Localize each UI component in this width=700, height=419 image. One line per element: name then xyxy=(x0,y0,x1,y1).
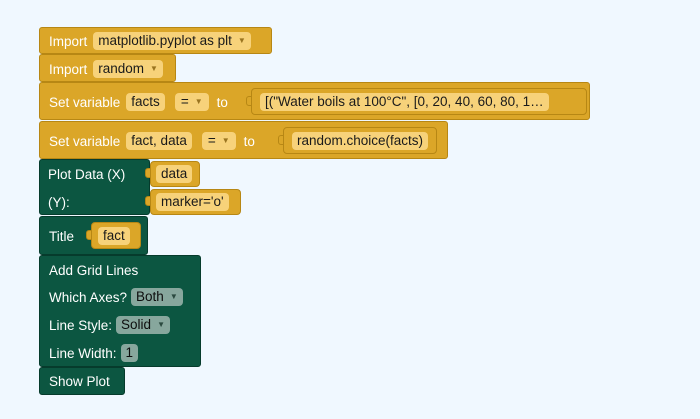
grid-label: Add Grid Lines xyxy=(49,262,139,278)
show-plot-block[interactable]: Show Plot xyxy=(39,367,125,395)
line-style-label: Line Style: xyxy=(49,317,113,333)
set-variable-facts-block[interactable]: Set variable facts = ▼ to [("Water boils… xyxy=(39,82,590,120)
plot-x-row: Plot Data (X) xyxy=(48,161,125,187)
plot-y-label: (Y): xyxy=(48,194,70,210)
connector-nub xyxy=(86,230,92,240)
to-label: to xyxy=(243,133,255,149)
set-variable-label: Set variable xyxy=(49,94,121,110)
y-value[interactable]: marker='o' xyxy=(156,193,229,211)
line-width-field[interactable]: 1 xyxy=(120,344,139,362)
import-random-block[interactable]: Import random ▼ xyxy=(39,54,176,82)
dropdown-arrow-icon: ▼ xyxy=(169,292,178,301)
operator-value: = xyxy=(180,94,189,109)
set-variable-label: Set variable xyxy=(49,133,121,149)
dropdown-arrow-icon: ▼ xyxy=(150,64,158,73)
to-label: to xyxy=(216,94,228,110)
x-value-slot[interactable]: data xyxy=(150,161,200,187)
value-slot[interactable]: [("Water boils at 100°C", [0, 20, 40, 60… xyxy=(251,88,587,115)
dropdown-arrow-icon: ▼ xyxy=(157,320,165,329)
import-keyword: Import xyxy=(49,33,88,49)
dropdown-arrow-icon: ▼ xyxy=(237,36,246,45)
title-block[interactable]: Title fact xyxy=(39,216,148,255)
module-dropdown[interactable]: random ▼ xyxy=(93,60,163,78)
line-width-label: Line Width: xyxy=(49,345,117,361)
axes-value: Both xyxy=(136,289,164,304)
plot-y-row: (Y): xyxy=(48,189,70,215)
connector-nub xyxy=(145,168,151,178)
x-value[interactable]: data xyxy=(156,165,193,183)
plot-x-label: Plot Data (X) xyxy=(48,166,126,182)
import-keyword: Import xyxy=(49,61,88,77)
plot-data-block[interactable] xyxy=(39,159,150,215)
add-grid-lines-block[interactable]: Add Grid Lines Which Axes? Both ▼ Line S… xyxy=(39,255,201,367)
dropdown-arrow-icon: ▼ xyxy=(194,97,203,106)
title-value-slot[interactable]: fact xyxy=(91,222,141,249)
import-matplotlib-block[interactable]: Import matplotlib.pyplot as plt ▼ xyxy=(39,27,272,54)
module-dropdown[interactable]: matplotlib.pyplot as plt ▼ xyxy=(93,32,251,50)
connector-nub xyxy=(246,96,252,106)
dropdown-arrow-icon: ▼ xyxy=(221,136,230,145)
connector-nub xyxy=(145,196,151,206)
value-slot[interactable]: random.choice(facts) xyxy=(283,127,437,154)
set-variable-fact-block[interactable]: Set variable fact, data = ▼ to random.ch… xyxy=(39,121,448,159)
variable-name-field[interactable]: facts xyxy=(126,93,165,111)
facts-list-value[interactable]: [("Water boils at 100°C", [0, 20, 40, 60… xyxy=(260,92,549,111)
module-value: random xyxy=(98,61,145,76)
module-value: matplotlib.pyplot as plt xyxy=(98,33,232,48)
connector-nub xyxy=(278,135,284,145)
axes-dropdown[interactable]: Both ▼ xyxy=(131,288,183,306)
title-value[interactable]: fact xyxy=(98,226,130,245)
title-label: Title xyxy=(49,228,75,244)
operator-dropdown[interactable]: = ▼ xyxy=(201,132,236,150)
show-plot-label: Show Plot xyxy=(49,373,110,389)
operator-value: = xyxy=(207,133,216,148)
operator-dropdown[interactable]: = ▼ xyxy=(174,93,209,111)
line-style-dropdown[interactable]: Solid ▼ xyxy=(116,316,170,334)
which-axes-label: Which Axes? xyxy=(49,289,128,305)
variable-name-field[interactable]: fact, data xyxy=(126,132,192,150)
line-style-value: Solid xyxy=(121,317,152,332)
random-choice-value[interactable]: random.choice(facts) xyxy=(292,131,429,150)
y-value-slot[interactable]: marker='o' xyxy=(150,189,241,215)
